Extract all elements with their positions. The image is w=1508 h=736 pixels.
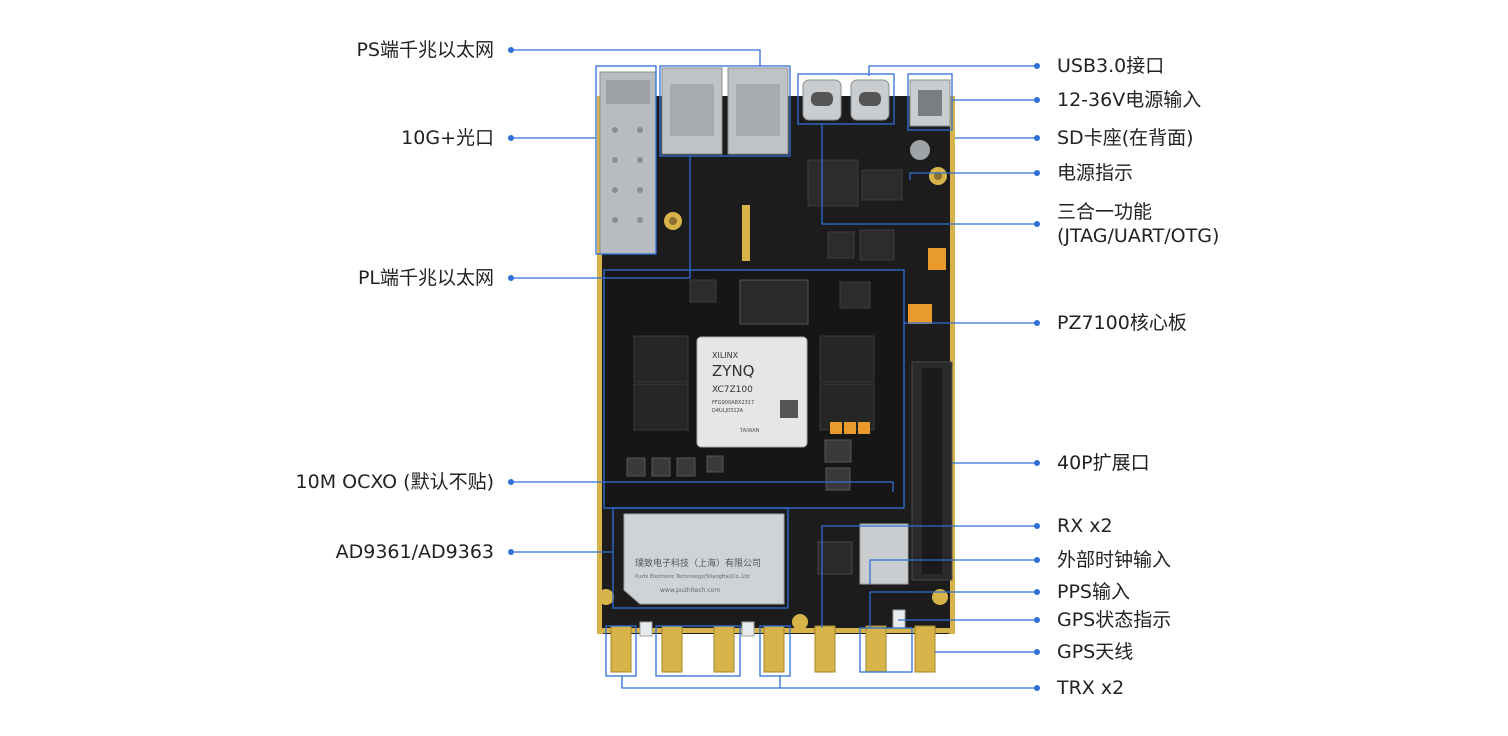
rj45-ports [661,67,789,155]
gps-led-lights [639,609,906,637]
chip-model: XC7Z100 [712,385,753,395]
label-usb3: USB3.0接口 [1057,55,1165,77]
label-10g-optical: 10G+光口 [401,127,494,149]
shield-website: www.puzhitech.com [660,587,720,594]
shield-company: 璞致电子科技（上海）有限公司 [635,557,761,569]
callout-lines [511,49,1037,689]
chip-family: ZYNQ [712,362,754,380]
ocxo-can [859,523,909,585]
label-pps: PPS输入 [1057,581,1130,603]
power-capacitor [910,140,930,160]
label-power-led: 电源指示 [1057,162,1134,184]
label-ext-clock: 外部时钟输入 [1057,549,1172,571]
usb-c-connectors [802,79,890,121]
jtag-header [742,205,750,261]
label-core-board: PZ7100核心板 [1057,312,1187,334]
label-gps-led: GPS状态指示 [1057,609,1172,631]
chip-origin: TAIWAN [739,428,760,434]
orange-components [830,248,946,434]
small-ics [689,159,903,309]
sfp-cage [599,71,657,255]
label-three-in-one-sub: (JTAG/UART/OTG) [1057,225,1220,247]
clock-ic [817,541,853,575]
label-trx: TRX x2 [1057,677,1125,699]
label-power-input: 12-36V电源输入 [1057,89,1202,111]
chip-brand: XILINX [712,351,739,360]
label-gps-antenna: GPS天线 [1057,641,1134,663]
expansion-header [911,361,953,581]
zynq-chip: XILINX ZYNQ XC7Z100 FFG900ABX2317 D4ULJ0… [696,336,808,448]
label-ps-ethernet: PS端千兆以太网 [356,39,494,61]
label-ocxo: 10M OCXO (默认不贴) [295,471,494,493]
label-pl-ethernet: PL端千兆以太网 [357,267,494,289]
chip-lot: D4ULJ0312A [712,408,744,414]
inductors [626,439,852,491]
callout-dots [508,47,1040,691]
label-sd-card: SD卡座(在背面) [1057,127,1194,149]
label-rx: RX x2 [1057,515,1113,537]
ddr-chips [633,335,875,431]
label-expansion: 40P扩展口 [1057,452,1150,474]
dc-jack [909,79,951,127]
shield-company-en: Puzhi Electronic Technology(ShangHai)Co.… [635,574,750,580]
sma-connectors [610,625,936,673]
label-ad9361: AD9361/AD9363 [335,541,494,563]
rf-shield: 璞致电子科技（上海）有限公司 Puzhi Electronic Technolo… [623,513,785,605]
label-three-in-one: 三合一功能 [1057,201,1153,223]
chip-qr [780,400,798,418]
chip-code: FFG900ABX2317 [712,400,754,406]
flash-chip [739,279,809,325]
